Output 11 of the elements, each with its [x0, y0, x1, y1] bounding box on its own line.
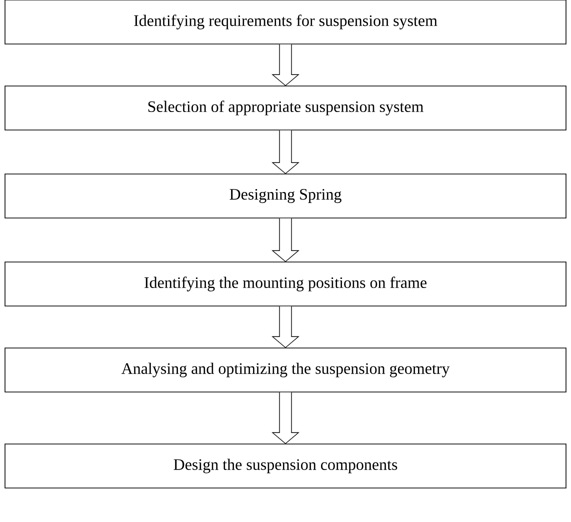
- block-arrow: [272, 218, 300, 262]
- process-box: Identifying requirements for suspension system: [4, 0, 566, 44]
- block-arrow: [272, 306, 300, 348]
- block-arrow: [272, 130, 300, 174]
- process-box: Designing Spring: [4, 174, 566, 218]
- process-box: Analysing and optimizing the suspension geometry: [4, 348, 566, 392]
- process-box: Design the suspension components: [4, 444, 566, 488]
- process-box: Selection of appropriate suspension system: [4, 86, 566, 130]
- block-arrow: [272, 392, 300, 444]
- block-arrow: [272, 44, 300, 86]
- process-box: Identifying the mounting positions on frame: [4, 262, 566, 306]
